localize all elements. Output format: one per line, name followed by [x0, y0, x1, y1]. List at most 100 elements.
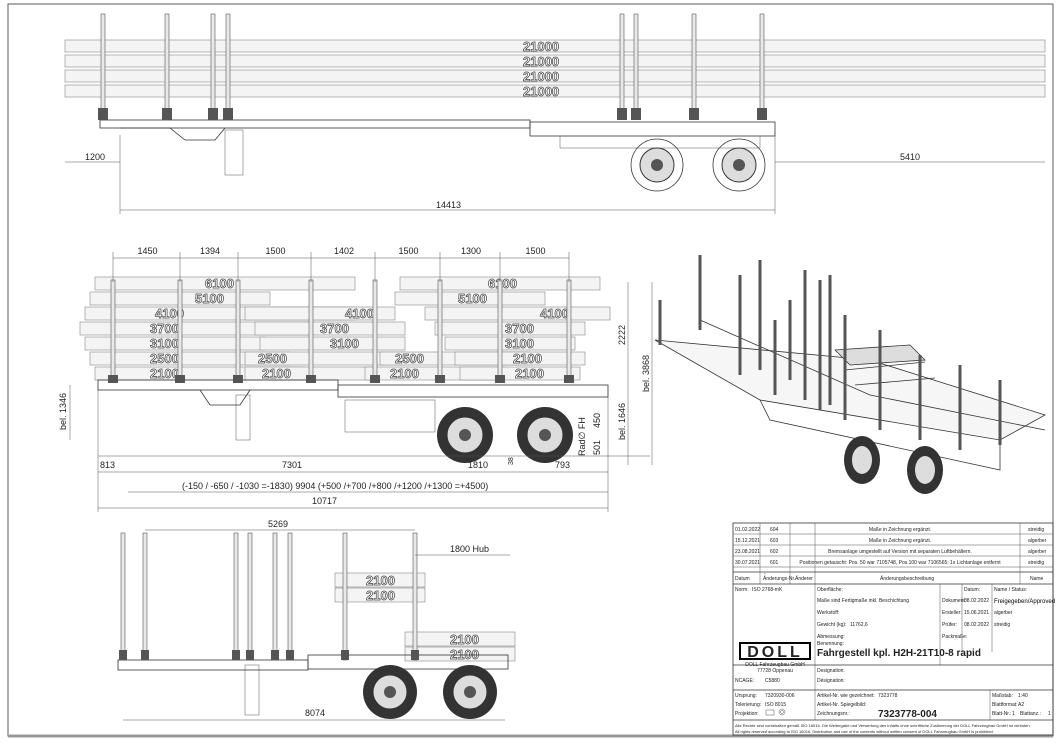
stake-bracket [271, 650, 279, 660]
stake-bracket [757, 108, 767, 120]
doc-status: Freigegeben/Approved [994, 599, 1055, 605]
size-label: Abmessung: [817, 634, 845, 640]
dim-rad-label: Rad∅ FH [577, 417, 587, 456]
log-label: 2100 [366, 573, 395, 588]
rev-desc: Maße in Zeichnung ergänzt. [869, 538, 931, 544]
projection-symbol-icon [765, 708, 786, 716]
log-bar [259, 336, 406, 351]
stake-bracket [233, 375, 243, 383]
copyright-de: Alle Rechte sind vorbehalten gemäß ISO 1… [735, 723, 1031, 728]
stake [272, 532, 278, 661]
log-label: 3700 [320, 321, 349, 336]
dim-wheelbase: 7301 [282, 460, 302, 470]
scale-value: 1:40 [1018, 693, 1028, 699]
rev-no: 602 [770, 549, 779, 555]
dim-stake-span: 5269 [268, 519, 288, 529]
stake-bracket [341, 650, 349, 660]
log-label: 2100 [515, 366, 544, 381]
projection-label: Projektion: [735, 711, 759, 717]
stake-bracket [108, 375, 118, 383]
ncage-label: NCAGE: [735, 678, 754, 684]
rev-header-by: Änderer [795, 575, 813, 582]
stake [412, 532, 418, 661]
dim-rad-bottom: 501 [592, 440, 602, 455]
log-label: 2100 [150, 366, 179, 381]
log-bar [444, 336, 576, 351]
format-label: Blattformat: [992, 702, 1018, 708]
dim-stake-spacing: 1500 [526, 246, 546, 256]
stake-bracket [162, 108, 172, 120]
rev-date: 15.12.2021 [735, 538, 760, 544]
designation2-label: Désignation: [817, 678, 845, 684]
checked-date: 08.02.2022 [964, 622, 989, 628]
isometric-wheels [844, 436, 943, 494]
doc-label: Dokument: [942, 598, 966, 604]
rev-date: 30.07.2021 [735, 560, 760, 566]
stake-bracket [435, 375, 445, 383]
log-bar [64, 54, 1046, 68]
article-label: Artikel-Nr. wie gezeichnet: [817, 693, 875, 699]
scale-label: Maßstab: [992, 693, 1013, 699]
log-label: 2500 [150, 351, 179, 366]
created-by: algerber [994, 610, 1013, 616]
checked-by: streidig [994, 622, 1010, 628]
log-bar [394, 291, 546, 306]
log-label: 21000 [523, 84, 559, 99]
log-label: 3100 [150, 336, 179, 351]
stake-bracket [495, 375, 505, 383]
doll-logo: DOLL [747, 644, 803, 661]
dim-hub: 1800 Hub [450, 544, 489, 554]
doc-date: 08.02.2022 [964, 598, 989, 604]
stake [437, 279, 443, 383]
stake-bracket [98, 108, 108, 120]
log-label: 6100 [205, 276, 234, 291]
stake [142, 532, 148, 661]
created-label: Ersteller: [942, 610, 962, 616]
rev-name: algerber [1028, 549, 1047, 555]
dim-stake-height: 2222 [617, 325, 627, 345]
created-date: 15.06.2021 [964, 610, 989, 616]
stake-bracket [141, 650, 149, 660]
material-label: Werkstoff: [817, 610, 839, 616]
stake [120, 532, 126, 661]
stake [110, 279, 116, 383]
log-bar [64, 39, 1046, 53]
stake-bracket [564, 375, 574, 383]
dim-axle-offset: 38 [508, 457, 515, 465]
stake-bracket [689, 108, 699, 120]
norm-label: Norm: [735, 587, 749, 593]
log-bar [64, 69, 1046, 83]
dim-axle-spread: 1810 [468, 460, 488, 470]
stake-bracket [306, 375, 316, 383]
stake [287, 532, 293, 661]
rev-no: 604 [770, 527, 779, 533]
origin-value: 7320930-006 [765, 693, 795, 699]
dim-length: 14413 [436, 200, 461, 210]
stake [633, 13, 639, 119]
log-label: 4100 [345, 306, 374, 321]
stake-bracket [286, 650, 294, 660]
log-bar [244, 306, 396, 321]
log-label: 2500 [395, 351, 424, 366]
dim-front: 813 [100, 460, 115, 470]
log-label: 2100 [262, 366, 291, 381]
dim-stake-spacing: 1500 [266, 246, 286, 256]
rev-header-no: Änderungs-Nr. [763, 575, 795, 582]
stake [235, 279, 241, 383]
log-label: 3100 [330, 336, 359, 351]
sheet-value: 1 [1012, 711, 1015, 717]
rev-header-dash: - [764, 571, 766, 577]
dim-overall: 10717 [312, 496, 337, 506]
tolerance-label: Tolerierung: [735, 702, 761, 708]
stake [342, 532, 348, 661]
stake [308, 279, 314, 383]
log-label: 5100 [458, 291, 487, 306]
designation-label: Designation: [817, 668, 845, 674]
log-label: 2100 [513, 351, 542, 366]
weight-label: Gewicht (kg): [817, 622, 846, 628]
drawing-no-label: Zeichnungsnr.: [817, 711, 850, 717]
stake-bracket [232, 650, 240, 660]
stake [759, 13, 765, 119]
